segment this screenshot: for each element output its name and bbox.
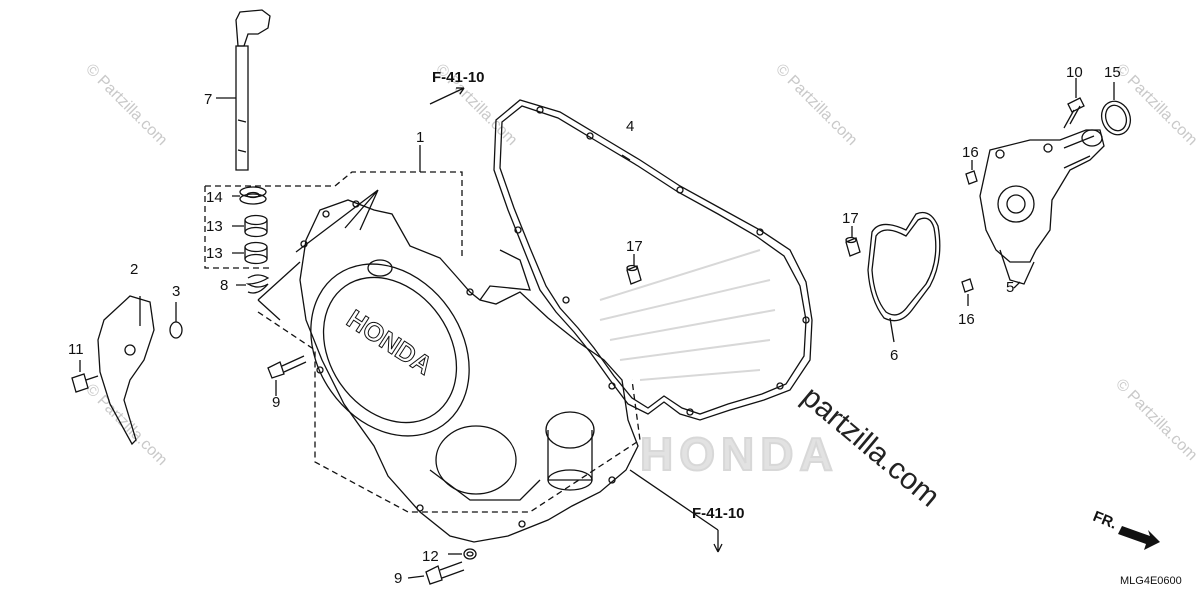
reference-label-top: F-41-10 [432, 69, 485, 86]
callout-17-middle: 17 [626, 238, 643, 255]
dowel-pin-16-lower [961, 278, 974, 306]
callout-13-lower: 13 [206, 245, 223, 262]
oil-seal-14 [239, 186, 267, 205]
needle-bearing-13-upper [244, 214, 268, 238]
spring-8 [245, 274, 270, 294]
callout-4: 4 [626, 118, 634, 135]
bolt-9-lower [407, 561, 465, 585]
washer-12 [448, 548, 477, 560]
callout-17-right: 17 [842, 210, 859, 227]
watermark-small: © Partzilla.com [1112, 61, 1200, 149]
callout-12: 12 [422, 548, 439, 565]
water-pump-gasket [867, 211, 941, 343]
assembly-bracket [204, 171, 463, 269]
shift-shaft [235, 9, 271, 171]
bolt-10 [1063, 78, 1085, 129]
reference-arrow-bottom [629, 469, 723, 553]
callout-8: 8 [220, 277, 228, 294]
diagram-code: MLG4E0600 [1120, 575, 1182, 587]
callout-3: 3 [172, 283, 180, 300]
callout-5: 5 [1006, 279, 1014, 296]
leader-lines [216, 97, 631, 321]
bolt-11 [71, 360, 99, 393]
honda-background-text: HONDA [640, 428, 839, 480]
reference-label-bottom: F-41-10 [692, 505, 745, 522]
callout-6: 6 [890, 347, 898, 364]
collar-3 [169, 302, 183, 339]
bolt-9-upper [267, 355, 307, 396]
dowel-pin-16-upper [965, 160, 978, 185]
callout-14: 14 [206, 189, 223, 206]
water-pump [979, 129, 1105, 289]
callout-2: 2 [130, 261, 138, 278]
callout-11: 11 [68, 341, 84, 358]
callout-9-upper: 9 [272, 394, 280, 411]
callout-16-upper: 16 [962, 144, 979, 161]
callout-7: 7 [204, 91, 212, 108]
direction-label: FR. [1091, 508, 1120, 533]
callout-15: 15 [1104, 64, 1121, 81]
watermark-small: © Partzilla.com [772, 61, 860, 149]
cover-gasket [493, 99, 813, 421]
needle-bearing-13-lower [244, 241, 268, 265]
front-direction-arrow: FR. [1091, 508, 1160, 550]
callout-13-upper: 13 [206, 218, 223, 235]
guard-plate [97, 295, 155, 446]
reference-arrow-top [429, 87, 465, 105]
callout-numbers: 1 2 3 4 5 6 7 8 9 9 10 11 12 13 13 14 15… [68, 64, 1121, 587]
callout-10: 10 [1066, 64, 1083, 81]
dowel-pin-17-right [845, 226, 861, 257]
callout-16-lower: 16 [958, 311, 975, 328]
clutch-cover: HONDA [299, 199, 639, 543]
cover-emblem-text: HONDA [342, 304, 438, 381]
callout-1: 1 [416, 129, 424, 146]
watermark-small: © Partzilla.com [1112, 376, 1200, 464]
dowel-pin-17-middle [626, 254, 642, 285]
wing-emblem-shading: HONDA [599, 249, 839, 481]
watermark-small: © Partzilla.com [82, 61, 170, 149]
o-ring-15 [1100, 82, 1132, 136]
callout-9-lower: 9 [394, 570, 402, 587]
